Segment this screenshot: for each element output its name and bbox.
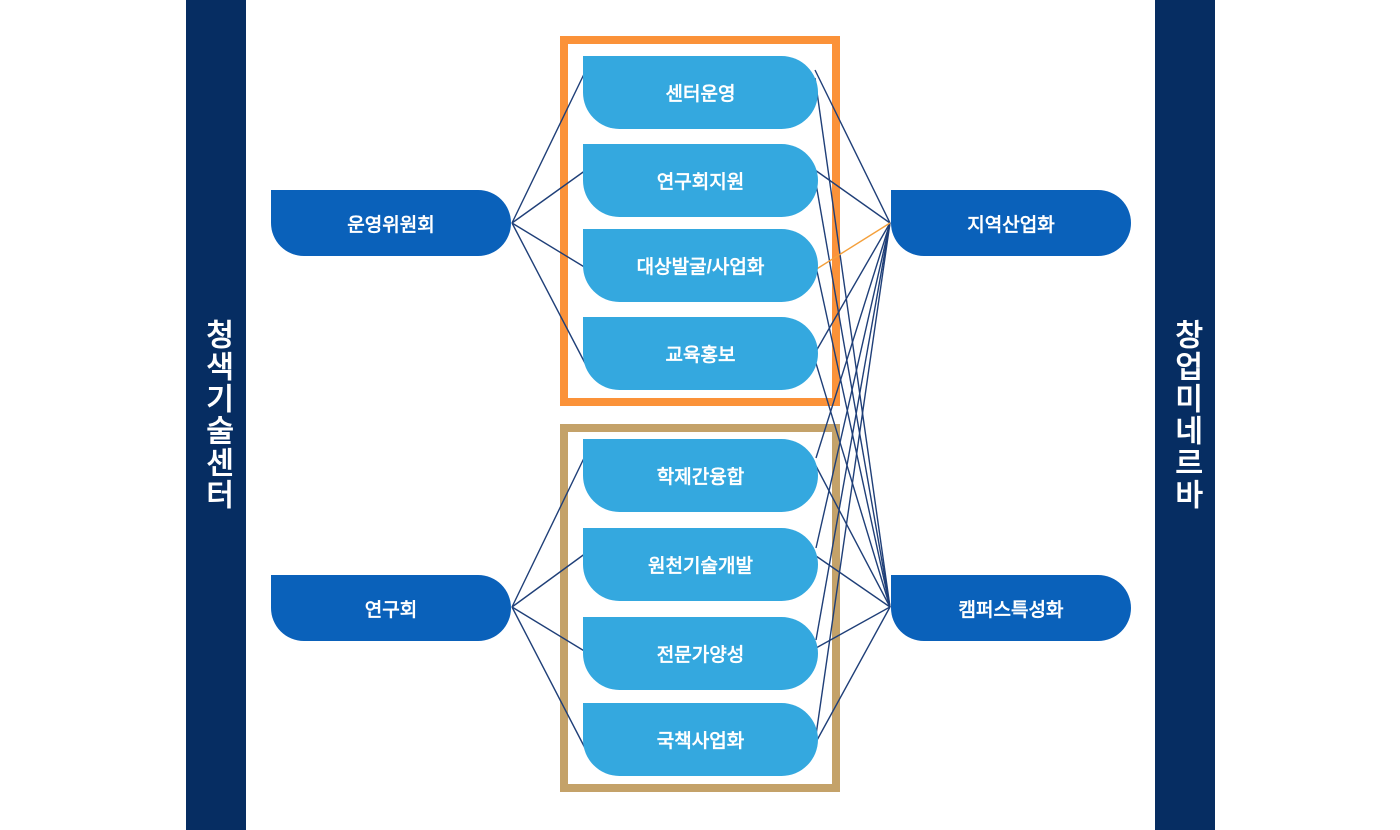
node-core-tech[interactable]: 원천기술개발 xyxy=(583,528,818,601)
node-campus-special[interactable]: 캠퍼스특성화 xyxy=(891,575,1131,641)
node-target-biz-label: 대상발굴/사업화 xyxy=(636,257,765,278)
node-core-tech-label: 원천기술개발 xyxy=(648,556,753,577)
node-expert-training-label: 전문가양성 xyxy=(656,645,745,666)
right-side-banner: 창업미네르바 xyxy=(1155,0,1215,830)
node-research-society[interactable]: 연구회 xyxy=(271,575,511,641)
node-expert-training[interactable]: 전문가양성 xyxy=(583,617,818,690)
node-regional-industry-label: 지역산업화 xyxy=(967,214,1055,236)
node-interdisciplinary-label: 학제간융합 xyxy=(656,467,745,488)
node-research-society-label: 연구회 xyxy=(364,599,418,621)
node-edu-promo[interactable]: 교육홍보 xyxy=(583,317,818,390)
node-center-operation[interactable]: 센터운영 xyxy=(583,56,818,129)
node-target-biz[interactable]: 대상발굴/사업화 xyxy=(583,229,818,302)
node-campus-special-label: 캠퍼스특성화 xyxy=(958,599,1064,621)
node-operating-committee[interactable]: 운영위원회 xyxy=(271,190,511,256)
node-regional-industry[interactable]: 지역산업화 xyxy=(891,190,1131,256)
right-banner-label: 창업미네르바 xyxy=(1169,319,1203,511)
left-side-banner: 청색기술센터 xyxy=(186,0,246,830)
node-national-project[interactable]: 국책사업화 xyxy=(583,703,818,776)
node-edu-promo-label: 교육홍보 xyxy=(665,345,736,366)
node-society-support[interactable]: 연구회지원 xyxy=(583,144,818,217)
node-national-project-label: 국책사업화 xyxy=(656,731,745,752)
node-operating-committee-label: 운영위원회 xyxy=(347,214,435,236)
node-interdisciplinary[interactable]: 학제간융합 xyxy=(583,439,818,512)
node-society-support-label: 연구회지원 xyxy=(656,172,745,193)
node-center-operation-label: 센터운영 xyxy=(665,84,736,105)
left-banner-label: 청색기술센터 xyxy=(200,319,234,511)
